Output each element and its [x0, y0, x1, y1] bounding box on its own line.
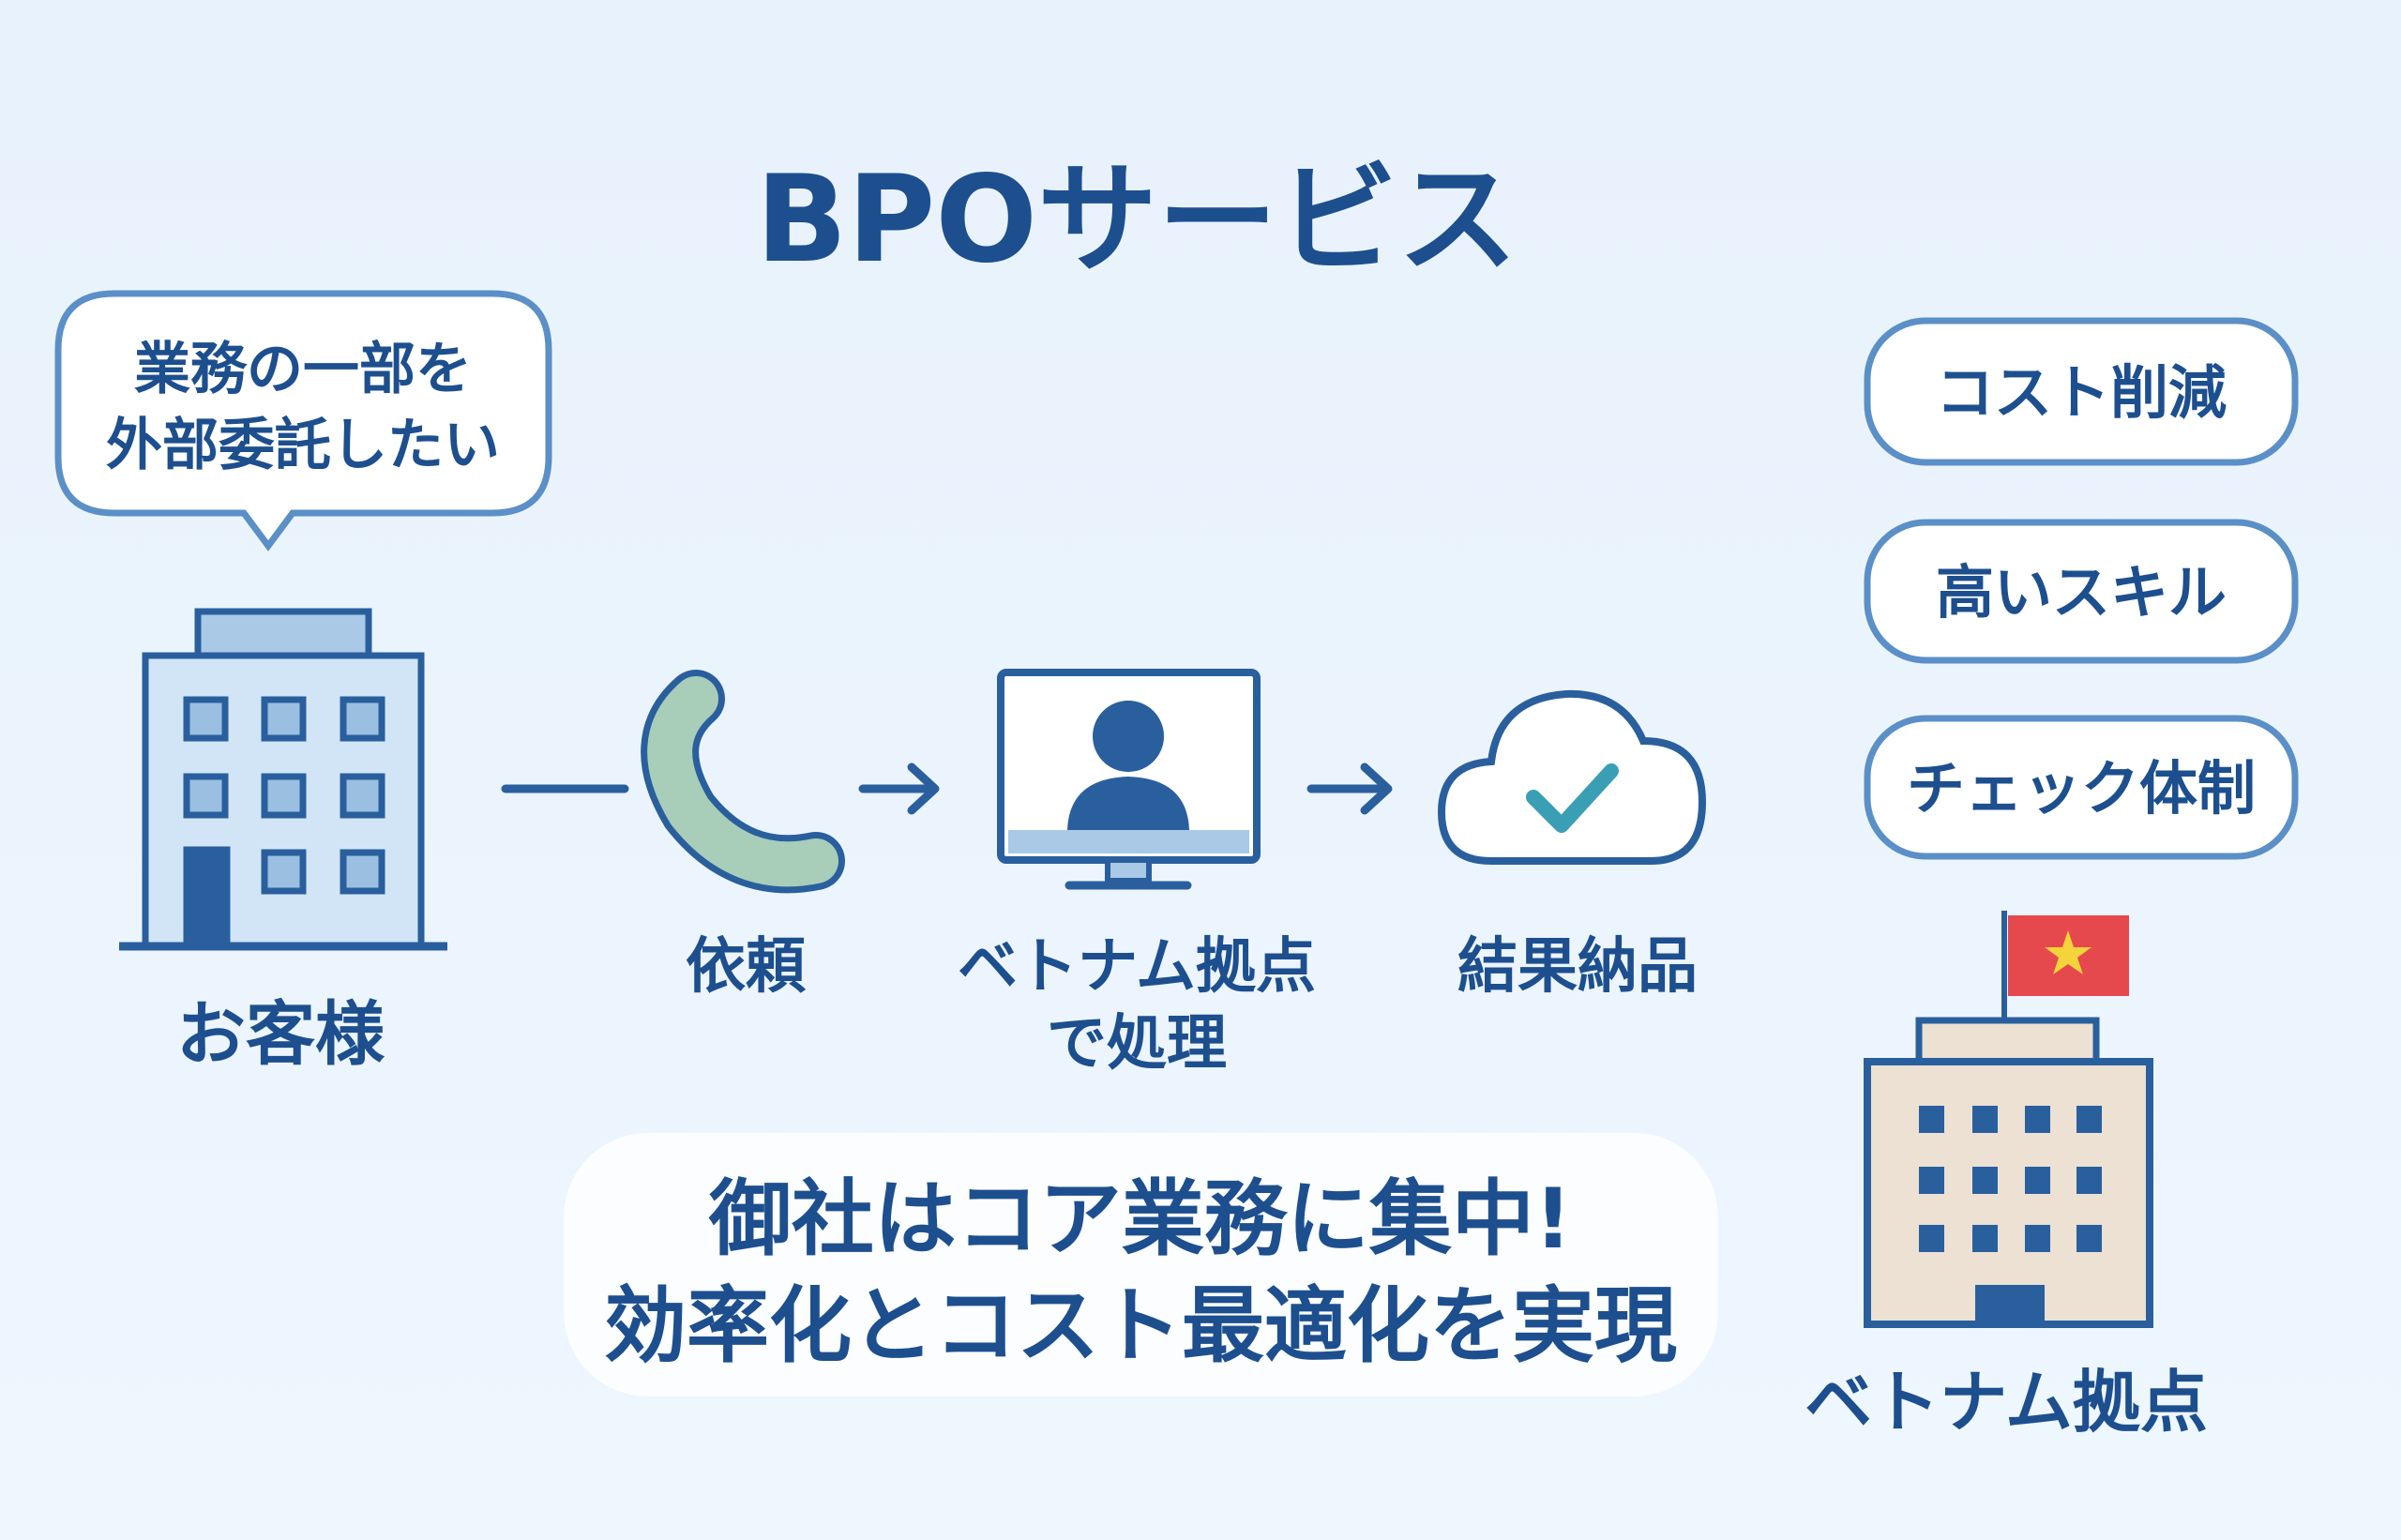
flow-step-process-line1: ベトナム拠点 [958, 932, 1316, 1002]
summary-box: 御社はコア業務に集中! 効率化とコスト最適化を実現 [564, 1133, 1718, 1397]
flow-step-delivery: 結果納品 [1457, 932, 1698, 1002]
star-icon [2045, 930, 2091, 974]
arrow-right-icon [858, 762, 940, 815]
speech-bubble: 業務の一部を 外部委託したい [54, 290, 552, 551]
customer-label: お客様 [176, 994, 385, 1075]
summary-line-1: 御社はコア業務に集中! [708, 1170, 1572, 1267]
phone-icon [641, 670, 845, 894]
benefit-check-system: チェック体制 [1907, 754, 2256, 823]
speech-line-2: 外部委託したい [106, 413, 500, 478]
vietnam-office-label: ベトナム拠点 [1805, 1363, 2208, 1442]
benefit-pill: チェック体制 [1864, 715, 2299, 860]
benefit-pill: 高いスキル [1864, 519, 2299, 664]
page-title: BPOサービス [756, 150, 1518, 290]
vietnam-building-icon [1864, 911, 2153, 1328]
summary-line-2: 効率化とコスト最適化を実現 [604, 1277, 1677, 1374]
cloud-check-icon [1437, 689, 1707, 865]
flow-step-request: 依頼 [686, 932, 807, 1002]
benefit-cost-reduction: コスト削減 [1936, 358, 2227, 427]
customer-building-icon [119, 608, 447, 951]
benefit-pill: コスト削減 [1864, 317, 2299, 466]
monitor-person-icon [997, 669, 1261, 890]
arrow-right-icon [1306, 762, 1393, 815]
speech-line-1: 業務の一部を [134, 337, 472, 402]
benefit-high-skill: 高いスキル [1936, 558, 2227, 627]
flow-step-process-line2: で処理 [1047, 1009, 1227, 1079]
